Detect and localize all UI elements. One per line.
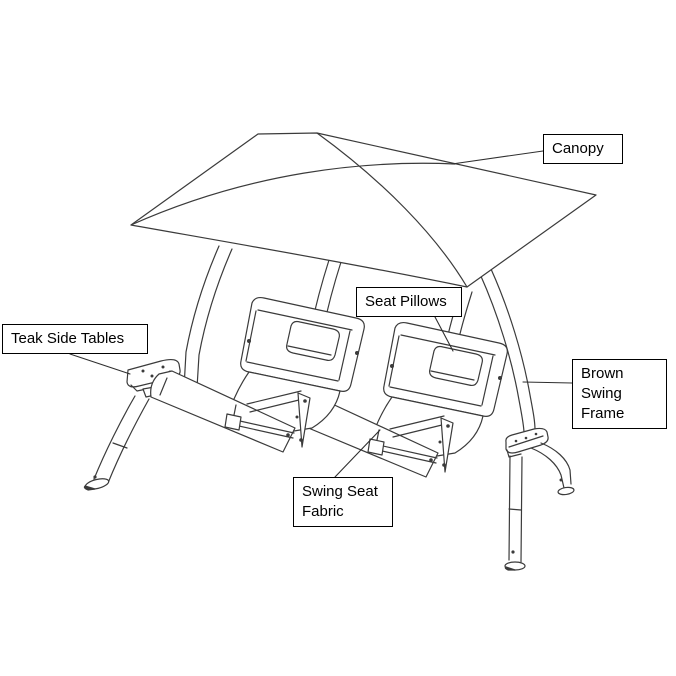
right-foot-shadow xyxy=(504,566,516,571)
table-hole-dot xyxy=(150,374,154,378)
table-hole-dot xyxy=(514,439,518,443)
table-hole-dot xyxy=(141,369,145,373)
table-hole-dot xyxy=(161,365,165,369)
leg-joint-line xyxy=(508,508,522,511)
right-rear-foot xyxy=(557,486,575,496)
label-canopy: Canopy xyxy=(543,134,623,164)
table-hole-dot xyxy=(534,432,538,436)
left-foot-shadow xyxy=(83,485,96,491)
leader-swing-seat-fabric xyxy=(334,429,381,478)
right-table-seam xyxy=(508,435,544,448)
label-swing-seat-fabric: Swing Seat Fabric xyxy=(293,477,393,527)
label-seat-pillows: Seat Pillows xyxy=(356,287,462,317)
left-leg xyxy=(83,395,150,491)
leader-lines xyxy=(69,150,573,478)
leader-teak-side-tables xyxy=(69,353,131,375)
canopy-drawing xyxy=(130,132,597,288)
canopy-back-seam xyxy=(130,162,456,226)
table-hole-dot xyxy=(524,436,528,440)
canopy-center-seam xyxy=(316,132,468,288)
leader-canopy xyxy=(451,150,544,165)
right-front-leg xyxy=(504,455,526,571)
right-rear-leg xyxy=(530,442,575,496)
bolt-dot xyxy=(93,475,97,479)
canopy-outline xyxy=(130,132,597,288)
bolt-dot xyxy=(511,550,515,554)
label-teak-side-tables: Teak Side Tables xyxy=(2,324,148,354)
frame-arch-right-rear xyxy=(479,268,536,434)
right-table-edge xyxy=(506,449,522,458)
frame-arch-left-front xyxy=(183,245,233,389)
label-brown-swing-frame: Brown Swing Frame xyxy=(572,359,667,429)
leg-joint-line xyxy=(112,442,128,449)
leader-brown-swing-frame xyxy=(522,381,573,384)
leader-seat-pillows xyxy=(434,316,454,352)
right-side-table xyxy=(505,427,549,458)
bolt-dot xyxy=(559,478,563,482)
